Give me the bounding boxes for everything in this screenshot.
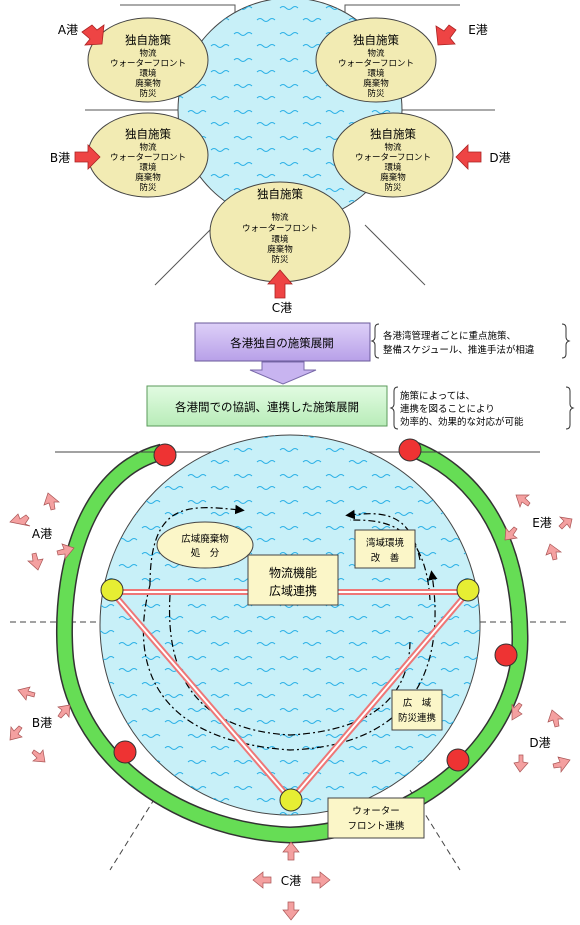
policy-title: 独自施策 — [257, 187, 303, 201]
spread-arrows-c-icon — [252, 841, 331, 921]
policy-item: 環境 — [384, 162, 402, 173]
spread-arrows-b-icon — [9, 686, 71, 763]
logistics-label: 物流機能 広域連携 — [247, 554, 339, 606]
policy-item: 物流 — [139, 48, 157, 59]
waterfront-label: ウォーター フロント連携 — [327, 797, 425, 839]
waste-label: 広域廃棄物 処 分 — [156, 521, 254, 569]
policy-item: 物流 — [139, 142, 157, 153]
network-links — [109, 589, 471, 802]
yellow-node — [100, 578, 124, 602]
flow-down-arrow-icon — [249, 361, 317, 385]
arrow-d-icon — [455, 144, 482, 170]
policy-ellipse-b: 独自施策 物流 ウォーターフロント 環境 廃棄物 防災 — [87, 112, 209, 198]
waterfront-label-line: フロント連携 — [347, 820, 404, 832]
port-label-a: A港 — [32, 527, 52, 541]
spread-arrows-e-icon — [504, 494, 573, 561]
policy-item: 防災 — [139, 182, 157, 193]
policy-ellipse-e: 独自施策 物流 ウォーターフロント 環境 廃棄物 防災 — [315, 17, 437, 103]
waterfront-label-line: ウォーター — [352, 806, 400, 817]
port-label-d: D港 — [529, 736, 550, 750]
policy-item: 廃棄物 — [135, 172, 161, 183]
red-node — [153, 443, 177, 467]
policy-item: 物流 — [367, 48, 385, 59]
waste-label-line: 広域廃棄物 — [181, 533, 229, 545]
policy-title: 独自施策 — [353, 33, 399, 47]
logistics-label-line: 広域連携 — [269, 583, 317, 598]
policy-item: ウォーターフロント — [355, 153, 431, 163]
yellow-node — [456, 578, 480, 602]
note2-line: 効率的、効果的な対応が可能 — [400, 416, 524, 428]
policy-item: 環境 — [367, 68, 385, 79]
red-node — [494, 643, 518, 667]
red-node — [113, 740, 137, 764]
port-label-e: E港 — [532, 516, 552, 530]
port-label-a: A港 — [58, 23, 78, 37]
step1-label: 各港独自の施策展開 — [230, 336, 334, 350]
spread-arrows-a-icon — [9, 492, 75, 571]
policy-item: 環境 — [139, 68, 157, 79]
policy-item: 廃棄物 — [135, 78, 161, 89]
note2-brace — [389, 386, 575, 430]
policy-item: 環境 — [139, 162, 157, 173]
yellow-nodes — [100, 578, 480, 812]
policy-title: 独自施策 — [125, 33, 171, 47]
step2-box — [146, 385, 388, 427]
arrow-b-icon — [74, 144, 101, 170]
disaster-label: 広 域 防災連携 — [391, 689, 443, 731]
port-label-c: C港 — [272, 301, 292, 315]
waste-label-line: 処 分 — [191, 547, 220, 559]
step2-label: 各港間での協調、連携した施策展開 — [175, 400, 359, 414]
policy-item: 環境 — [271, 234, 289, 245]
note2-line: 連携を図ることにより — [400, 403, 495, 415]
port-label-b: B港 — [32, 716, 52, 730]
policy-item: 防災 — [384, 182, 402, 193]
port-label-e: E港 — [468, 23, 488, 37]
note1-line: 各港湾管理者ごとに重点施策、 — [383, 330, 516, 342]
policy-item: 廃棄物 — [363, 78, 389, 89]
policy-item: 廃棄物 — [267, 244, 293, 255]
red-nodes — [113, 438, 518, 772]
note1-brace — [370, 323, 571, 359]
policy-item: 物流 — [271, 212, 289, 223]
policy-item: 物流 — [384, 142, 402, 153]
policy-item: 廃棄物 — [380, 172, 406, 183]
bay-env-label-line: 湾域環境 — [366, 537, 405, 549]
red-node — [446, 748, 470, 772]
policy-title: 独自施策 — [125, 127, 171, 141]
policy-ellipse-d: 独自施策 物流 ウォーターフロント 環境 廃棄物 防災 — [332, 112, 454, 198]
policy-item: ウォーターフロント — [338, 59, 414, 69]
policy-item: ウォーターフロント — [110, 153, 186, 163]
policy-item: ウォーターフロント — [110, 59, 186, 69]
policy-title: 独自施策 — [370, 127, 416, 141]
yellow-node — [279, 788, 303, 812]
bay-env-label: 湾域環境 改 善 — [354, 529, 416, 569]
policy-item: 防災 — [139, 88, 157, 99]
independent-ports-diagram: 独自施策 物流 ウォーターフロント 環境 廃棄物 防災 独自施策 物流 ウォータ… — [50, 0, 511, 315]
policy-ellipse-c: 独自施策 物流 ウォーターフロント 環境 廃棄物 防災 — [209, 181, 351, 283]
logistics-label-line: 物流機能 — [269, 565, 317, 580]
red-node — [398, 438, 422, 462]
port-label-c: C港 — [281, 874, 301, 888]
disaster-label-line: 防災連携 — [398, 712, 436, 724]
arrow-e-icon — [435, 24, 457, 46]
step1-box — [194, 322, 371, 362]
arrow-a-icon — [81, 24, 105, 46]
policy-ellipse-a: 独自施策 物流 ウォーターフロント 環境 廃棄物 防災 — [87, 17, 209, 103]
policy-item: 防災 — [271, 254, 289, 265]
note1-line: 整備スケジュール、推進手法が相違 — [383, 344, 535, 356]
policy-item: 防災 — [367, 88, 385, 99]
flow-section: 各港独自の施策展開 各港湾管理者ごとに重点施策、 整備スケジュール、推進手法が相… — [146, 322, 575, 430]
port-label-d: D港 — [489, 151, 510, 165]
policy-item: ウォーターフロント — [242, 224, 318, 234]
bay-env-label-line: 改 善 — [371, 552, 400, 564]
arrow-c-icon — [267, 269, 293, 299]
disaster-label-line: 広 域 — [403, 697, 432, 709]
note2-line: 施策によっては、 — [400, 390, 475, 402]
cooperation-diagram: 広域廃棄物 処 分 湾域環境 改 善 物流機能 広域連携 広 域 防災連携 ウォ… — [9, 434, 573, 921]
port-label-b: B港 — [50, 151, 70, 165]
spread-arrows-d-icon — [511, 702, 571, 774]
bay-waves — [100, 435, 480, 815]
